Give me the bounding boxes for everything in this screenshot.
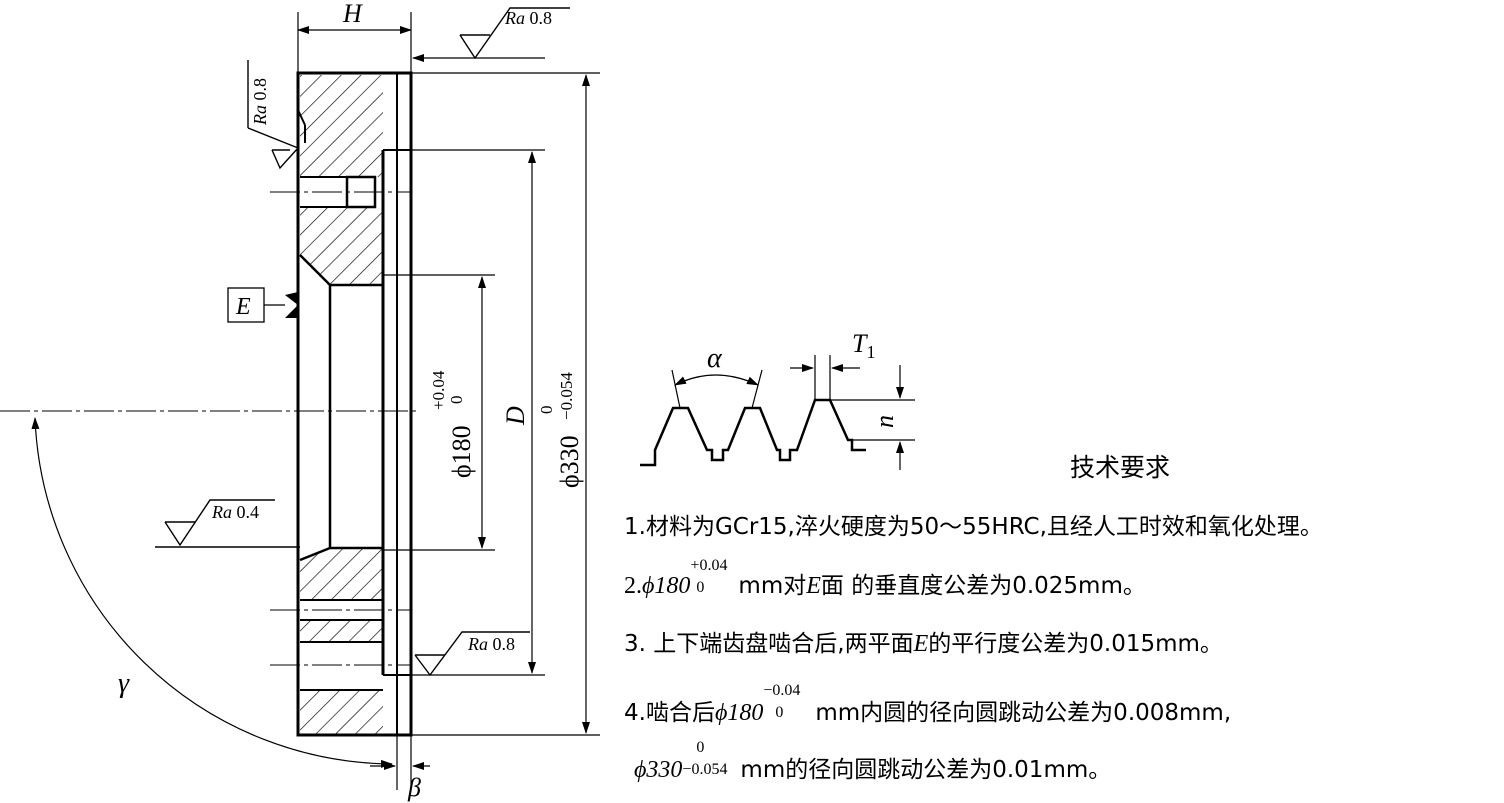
- svg-text:+0.04: +0.04: [429, 370, 448, 410]
- label-datum-E: E: [235, 294, 251, 320]
- dimension-lines: [31, 12, 600, 790]
- label-ra-left-mid: Ra 0.4: [211, 502, 259, 522]
- label-gamma: γ: [118, 668, 130, 699]
- roughness-symbols: [155, 7, 570, 677]
- svg-text:ϕ180: ϕ180: [447, 425, 476, 478]
- label-n: n: [870, 415, 899, 428]
- label-D: D: [501, 406, 530, 426]
- datum-E-symbol: [227, 287, 298, 323]
- tooth-profile-dims: [671, 355, 915, 470]
- svg-text:ϕ330: ϕ330: [555, 435, 584, 488]
- svg-text:−0.054: −0.054: [557, 372, 576, 420]
- label-d180: ϕ180 +0.04 0: [429, 370, 476, 478]
- label-H: H: [342, 0, 363, 28]
- requirement-3: 3. 上下端齿盘啮合后,两平面E的平行度公差为0.015mm。: [624, 631, 1223, 657]
- requirements-title: 技术要求: [1070, 453, 1171, 482]
- label-beta: β: [407, 773, 421, 802]
- drawing-labels: H Ra 0.8 Ra 0.8 Ra 0.4 Ra 0.8 E D ϕ180 +…: [118, 0, 899, 802]
- label-ra-top: Ra 0.8: [504, 8, 552, 28]
- label-ra-right-bottom: Ra 0.8: [467, 634, 515, 654]
- label-T1: T1: [852, 329, 875, 362]
- label-d330: ϕ330 0 −0.054: [537, 372, 584, 488]
- requirement-1: 1.材料为GCr15,淬火硬度为50～55HRC,且经人工时效和氧化处理。: [624, 514, 1323, 540]
- label-ra-left-top: Ra 0.8: [250, 78, 270, 126]
- section-hatching: [300, 75, 383, 735]
- svg-text:0: 0: [447, 396, 466, 405]
- label-alpha: α: [707, 343, 723, 374]
- svg-text:0: 0: [537, 406, 556, 415]
- tooth-profile: [640, 398, 866, 467]
